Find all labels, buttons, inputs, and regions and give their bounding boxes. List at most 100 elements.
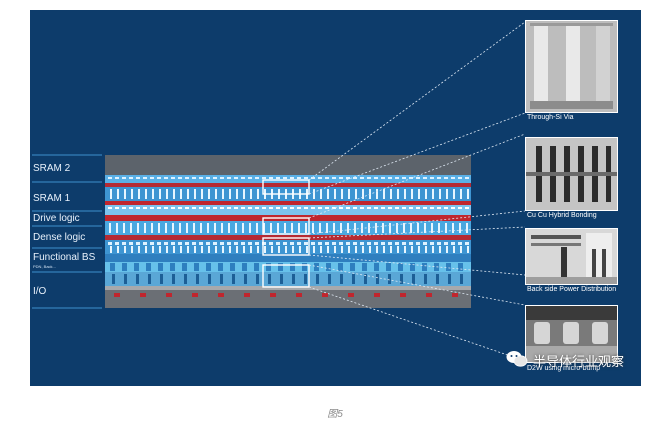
interconnect-segment — [166, 293, 172, 297]
interconnect-segment — [110, 189, 112, 199]
interconnect-segment — [228, 223, 230, 233]
interconnect-segment — [437, 177, 441, 179]
interconnect-segment — [451, 207, 455, 209]
interconnect-segment — [436, 274, 439, 284]
interconnect-segment — [460, 246, 462, 253]
interconnect-segment — [298, 223, 300, 233]
interconnect-segment — [250, 246, 252, 253]
interconnect-segment — [402, 207, 406, 209]
interconnect-segment — [248, 207, 252, 209]
interconnect-segment — [332, 177, 336, 179]
interconnect-segment — [248, 242, 252, 245]
interconnect-segment — [215, 189, 217, 199]
interconnect-segment — [425, 246, 427, 253]
interconnect-segment — [218, 293, 224, 297]
chip-stack-illustration — [32, 21, 526, 362]
interconnect-segment — [115, 177, 119, 179]
interconnect-segment — [290, 242, 294, 245]
interconnect-segment — [200, 223, 202, 233]
interconnect-segment — [213, 177, 217, 179]
layer-sublabel-functional-bs: PDN, Back... — [33, 264, 56, 269]
interconnect-segment — [165, 223, 167, 233]
interconnect-segment — [172, 274, 175, 284]
interconnect-segment — [291, 223, 293, 233]
interconnect-segment — [194, 246, 196, 253]
backside-power-micrograph-icon — [525, 228, 618, 285]
interconnect-segment — [316, 274, 319, 284]
interconnect-segment — [187, 246, 189, 253]
interconnect-segment — [229, 246, 231, 253]
interconnect-segment — [416, 207, 420, 209]
interconnect-segment — [390, 189, 392, 199]
interconnect-segment — [426, 293, 432, 297]
interconnect-segment — [276, 242, 280, 245]
interconnect-segment — [311, 177, 315, 179]
interconnect-segment — [411, 246, 413, 253]
interconnect-segment — [171, 177, 175, 179]
interconnect-segment — [445, 223, 447, 233]
interconnect-segment — [458, 177, 462, 179]
interconnect-segment — [220, 207, 224, 209]
interconnect-segment — [381, 207, 385, 209]
interconnect-segment — [465, 242, 469, 245]
interconnect-segment — [423, 207, 427, 209]
interconnect-segment — [465, 207, 469, 209]
hybrid-bonding-micrograph-icon — [525, 137, 618, 211]
interconnect-segment — [437, 207, 441, 209]
interconnect-segment — [276, 177, 280, 179]
interconnect-segment — [416, 242, 420, 245]
interconnect-segment — [352, 274, 355, 284]
interconnect-segment — [122, 177, 126, 179]
interconnect-segment — [290, 263, 295, 271]
interconnect-segment — [395, 242, 399, 245]
interconnect-segment — [108, 177, 112, 179]
callout-label-micro-bump: D2W using micro-bump — [527, 365, 601, 372]
interconnect-segment — [386, 263, 391, 271]
interconnect-segment — [256, 223, 258, 233]
interconnect-segment — [382, 223, 384, 233]
interconnect-segment — [269, 207, 273, 209]
interconnect-segment — [222, 246, 224, 253]
interconnect-segment — [339, 177, 343, 179]
interconnect-segment — [362, 263, 367, 271]
interconnect-segment — [234, 177, 238, 179]
interconnect-segment — [313, 246, 315, 253]
interconnect-segment — [178, 207, 182, 209]
interconnect-segment — [193, 223, 195, 233]
interconnect-segment — [467, 246, 469, 253]
zoom-highlight-boxes — [262, 179, 310, 288]
interconnect-segment — [319, 223, 321, 233]
interconnect-segment — [196, 274, 199, 284]
interconnect-segment — [164, 207, 168, 209]
interconnect-segment — [327, 246, 329, 253]
interconnect-segment — [304, 177, 308, 179]
interconnect-segment — [220, 177, 224, 179]
interconnect-segment — [117, 189, 119, 199]
interconnect-segment — [266, 263, 271, 271]
interconnect-segment — [150, 242, 154, 245]
interconnect-segment — [430, 207, 434, 209]
interconnect-segment — [466, 223, 468, 233]
interconnect-segment — [257, 246, 259, 253]
interconnect-segment — [138, 189, 140, 199]
interconnect-segment — [304, 207, 308, 209]
interconnect-segment — [439, 189, 441, 199]
interconnect-segment — [214, 223, 216, 233]
interconnect-segment — [145, 246, 147, 253]
interconnect-segment — [201, 246, 203, 253]
interconnect-segment — [362, 246, 364, 253]
interconnect-segment — [208, 189, 210, 199]
interconnect-segment — [116, 223, 118, 233]
interconnect-segment — [255, 242, 259, 245]
interconnect-segment — [270, 293, 276, 297]
interconnect-segment — [283, 177, 287, 179]
interconnect-segment — [389, 223, 391, 233]
interconnect-segment — [446, 263, 451, 271]
interconnect-segment — [424, 274, 427, 284]
interconnect-segment — [192, 177, 196, 179]
interconnect-segment — [131, 246, 133, 253]
interconnect-segment — [465, 177, 469, 179]
interconnect-segment — [292, 274, 295, 284]
interconnect-segment — [305, 223, 307, 233]
interconnect-segment — [423, 242, 427, 245]
